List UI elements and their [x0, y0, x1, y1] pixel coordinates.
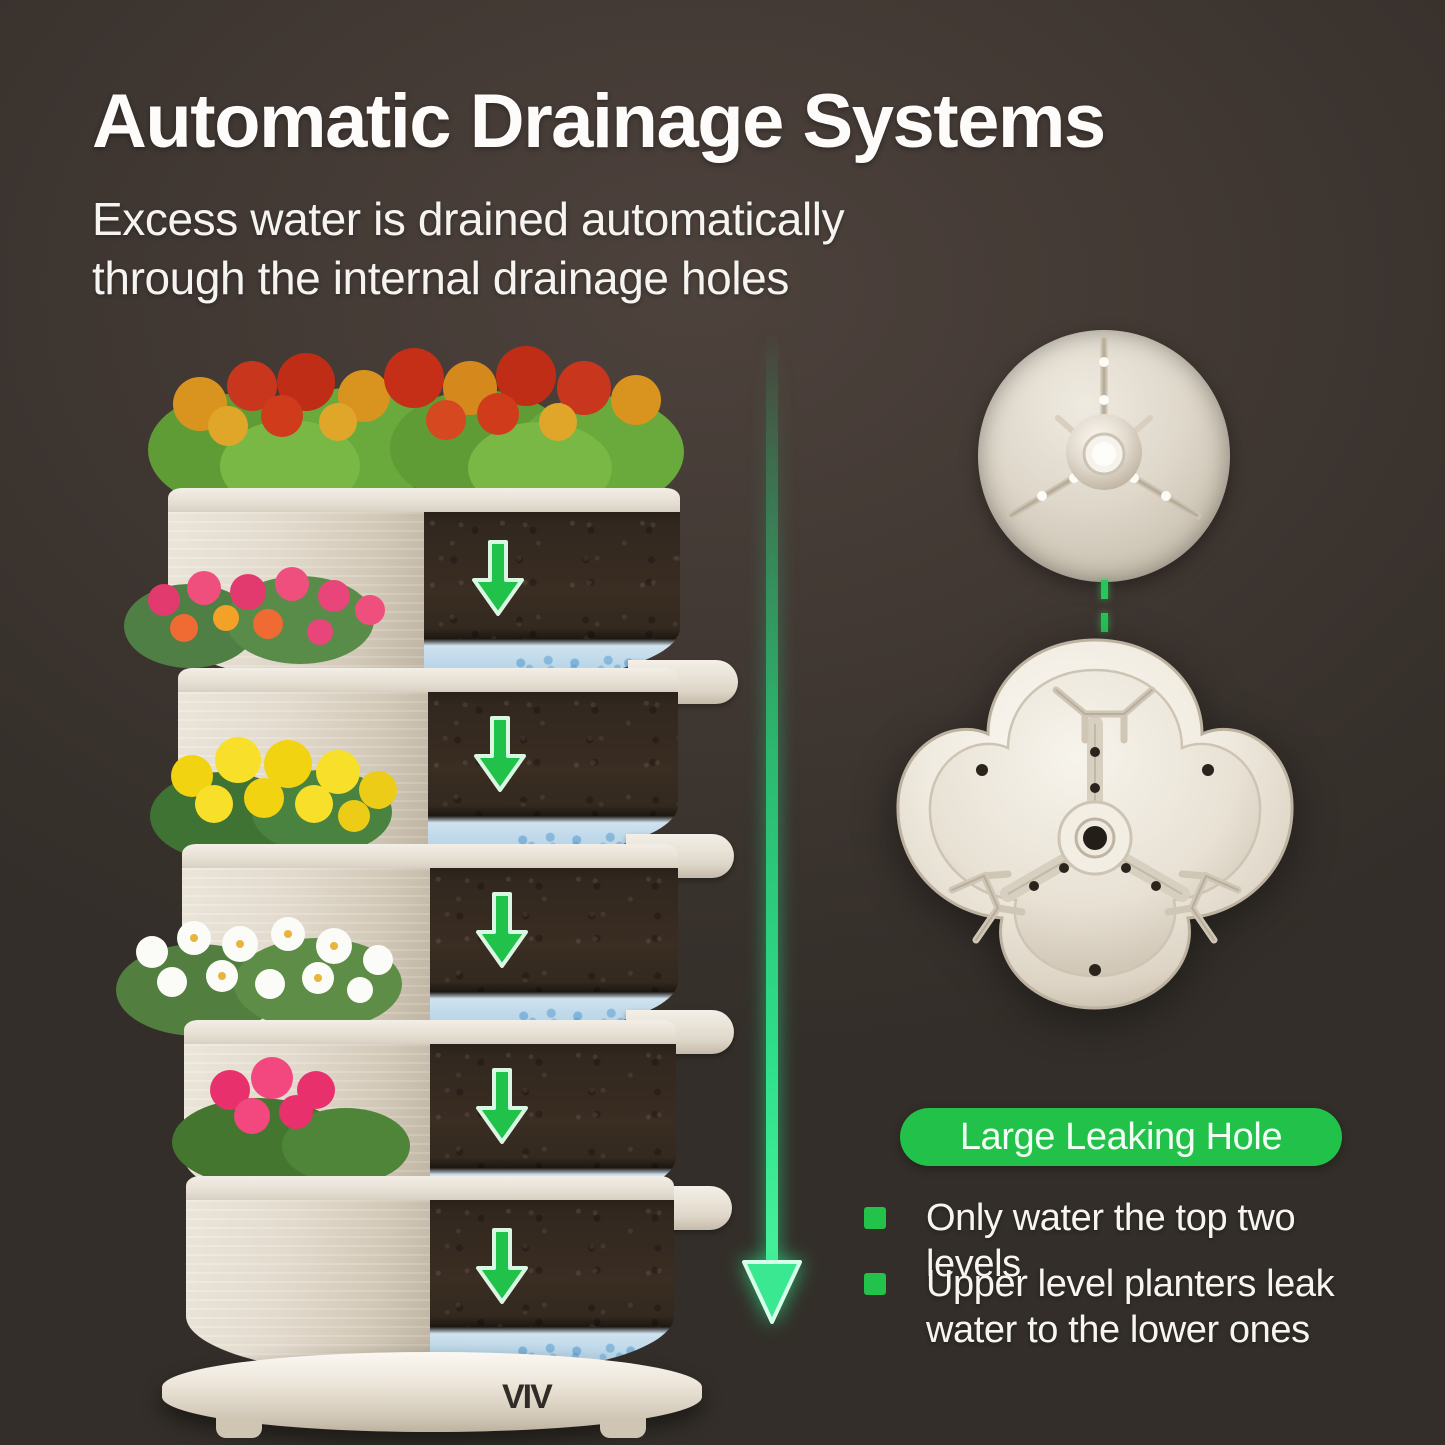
status-badge: Large Leaking Hole	[900, 1108, 1342, 1166]
water-flow-arrow-icon	[742, 330, 802, 1330]
planter-cross-section	[424, 512, 680, 688]
planter-tier-2	[178, 668, 734, 878]
base-saucer-foot-right	[600, 1418, 646, 1438]
planter-tier-5	[186, 1176, 674, 1376]
planter-exterior	[178, 692, 428, 864]
foliage-red-mums	[140, 330, 700, 514]
planter-exterior	[186, 1200, 430, 1376]
planter-exterior	[182, 868, 430, 1040]
page-title: Automatic Drainage Systems	[92, 79, 1106, 164]
list-item: Upper level planters leak water to the l…	[864, 1262, 1364, 1353]
planter-bottom-trefoil	[880, 622, 1310, 1020]
bullet-text: Only water the top two levels	[926, 1197, 1296, 1285]
badge-label: Large Leaking Hole	[959, 1116, 1283, 1158]
subtitle-line-2: through the internal drainage holes	[92, 251, 789, 304]
drain-hole-icon	[1006, 334, 1202, 520]
bullet-text: Upper level planters leak water to the l…	[926, 1263, 1335, 1351]
drain-hole-closeup	[978, 330, 1230, 582]
stacked-planter-illustration: VIV	[116, 320, 740, 1438]
page-subtitle: Excess water is drained automatically th…	[92, 190, 992, 308]
subtitle-line-1: Excess water is drained automatically	[92, 193, 845, 245]
down-arrow-icon	[472, 1228, 532, 1306]
bullet-square-icon	[864, 1273, 886, 1295]
planter-exterior	[168, 512, 424, 688]
down-arrow-icon	[470, 716, 530, 794]
planter-tier-1	[168, 488, 738, 704]
down-arrow-icon	[468, 540, 528, 618]
brand-watermark: VIV	[502, 1378, 553, 1416]
down-arrow-icon	[472, 1068, 532, 1146]
planter-tier-3	[182, 844, 734, 1054]
bullet-square-icon	[864, 1207, 886, 1229]
list-item: Only water the top two levels	[864, 1196, 1364, 1287]
base-saucer-foot-left	[216, 1418, 262, 1438]
planter-cross-section	[430, 1200, 674, 1376]
down-arrow-icon	[472, 892, 532, 970]
